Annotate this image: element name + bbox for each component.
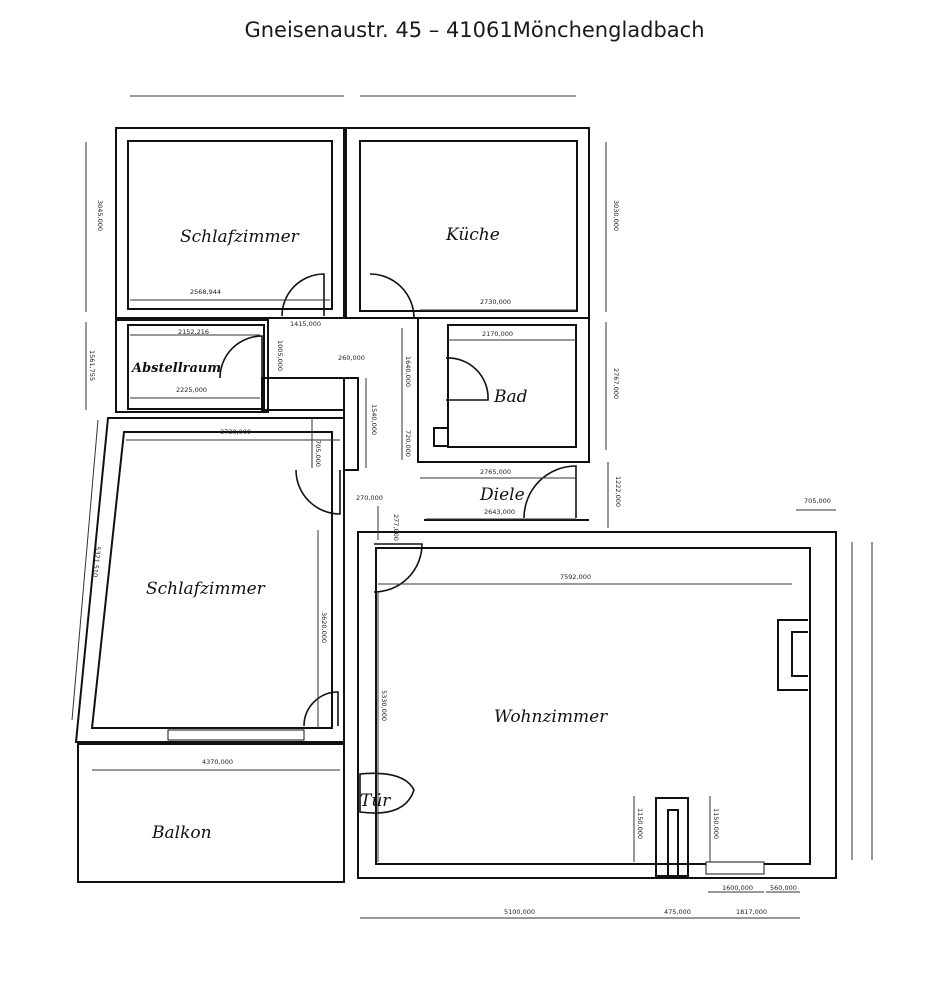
page-title: Gneisenaustr. 45 – 41061Mönchengladbach [244, 18, 705, 42]
wall-kueche [345, 127, 590, 319]
wall-abstellraum-inner [127, 324, 265, 410]
room-label-bad: Bad [493, 387, 528, 407]
dim-v-277: 277,000 [392, 514, 400, 541]
wall-schlafzimmer-left [74, 417, 345, 743]
dim-1600: 1600,000 [722, 884, 753, 892]
wall-schlafzimmer-left-inner [90, 431, 333, 729]
room-label-diele: Diele [479, 485, 525, 505]
dimension-lines [71, 95, 873, 919]
door-bad [445, 357, 489, 401]
dim-v-720: 720,000 [404, 430, 412, 457]
room-label-schlafzimmer-top: Schlafzimmer [180, 227, 300, 247]
dim-v-1150: 1150,000 [636, 808, 644, 839]
room-label-kueche: Küche [445, 225, 500, 245]
wohnzimmer-chimney-inner [791, 631, 808, 677]
dim-v-3620: 3620,000 [320, 612, 328, 643]
dim-1817: 1817,000 [736, 908, 767, 916]
wall-abstellraum [115, 319, 269, 413]
dim-475: 475,000 [664, 908, 691, 916]
window-schlafzimmer-left [167, 729, 305, 741]
wohnzimmer-chimney [777, 619, 808, 691]
wall-corridor-column [343, 377, 359, 471]
dim-v-1005: 1005,000 [276, 340, 284, 371]
door-abstellraum [219, 335, 263, 379]
window-wohnzimmer [705, 861, 765, 875]
dim-7592: 7592,000 [560, 573, 591, 581]
wall-bad-inner [447, 324, 577, 448]
wall-wohnzimmer [357, 531, 837, 879]
wall-kueche-inner [359, 140, 578, 312]
wall-schlafzimmer-top [115, 127, 345, 319]
dim-v-3045: 3045,000 [96, 200, 104, 231]
door-kueche [369, 273, 415, 319]
dim-2568: 2568,944 [190, 288, 221, 296]
dim-4370: 4370,000 [202, 758, 233, 766]
dim-v-3030: 3030,000 [612, 200, 620, 231]
dim-v-1150b: 1150,000 [712, 808, 720, 839]
door-balkon [303, 691, 339, 727]
door-schlafzimmer-left [295, 469, 341, 515]
door-schlafzimmer-top [281, 273, 325, 317]
wall-corridor-block [261, 377, 345, 411]
door-diele [523, 465, 577, 519]
wohnzimmer-pillar-inner [667, 809, 679, 877]
dim-260: 260,000 [338, 354, 365, 362]
dim-5100: 5100,000 [504, 908, 535, 916]
dim-2643: 2643,000 [484, 508, 515, 516]
dim-v-2767: 2767,000 [612, 368, 620, 399]
wall-balkon [77, 743, 345, 883]
room-label-abstellraum: Abstellraum [130, 361, 221, 376]
wall-schlafzimmer-top-inner [127, 140, 333, 310]
bad-niche [433, 427, 449, 447]
dim-1415: 1415,000 [290, 320, 321, 328]
room-label-wohnzimmer: Wohnzimmer [494, 707, 608, 727]
dim-2152: 2152,216 [178, 328, 209, 336]
dim-v-705: 705,000 [314, 440, 322, 467]
dim-v-1222: 1222,000 [614, 476, 622, 507]
door-tuer [359, 772, 415, 814]
room-label-tuer: Tür [360, 791, 391, 811]
dim-705: 705,000 [804, 497, 831, 505]
dim-v-5330: 5330,000 [380, 690, 388, 721]
room-label-balkon: Balkon [151, 823, 212, 843]
dim-v-1561: 1561,755 [88, 350, 96, 381]
dim-270: 270,000 [356, 494, 383, 502]
dim-v-5321: 5321,510 [91, 546, 102, 578]
dim-2225: 2225,000 [176, 386, 207, 394]
dim-560: 560,000 [770, 884, 797, 892]
dim-2170: 2170,000 [482, 330, 513, 338]
dim-v-1540: 1540,000 [370, 404, 378, 435]
wall-wohnzimmer-inner [375, 547, 811, 865]
door-wohnzimmer [373, 543, 423, 593]
room-label-schlafzimmer-left: Schlafzimmer [146, 579, 266, 599]
dim-2765: 2765,000 [480, 468, 511, 476]
dim-3730: 3730,000 [220, 428, 251, 436]
dim-v-1640: 1640,000 [404, 356, 412, 387]
dim-2730: 2730,000 [480, 298, 511, 306]
